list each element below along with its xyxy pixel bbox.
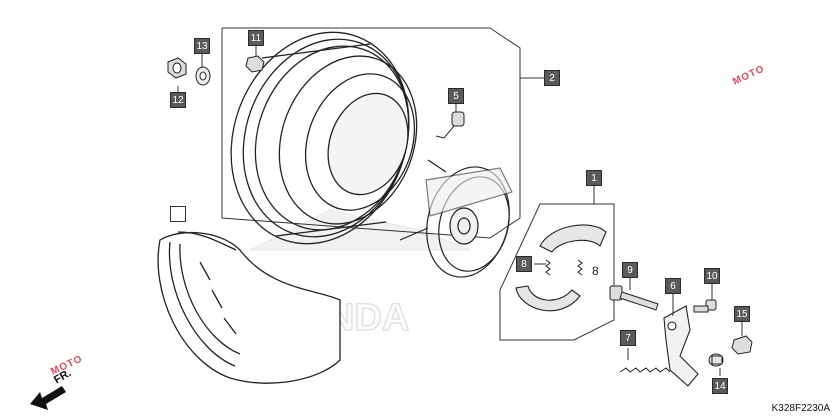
callout-15: 15	[734, 306, 750, 322]
brake-arm	[663, 305, 699, 387]
return-spring	[619, 367, 671, 373]
group-1-outline	[499, 186, 615, 341]
arm-bolt	[693, 299, 717, 313]
callout-tire	[170, 206, 186, 222]
valve-stem	[435, 111, 465, 139]
brake-cam-bolt	[609, 285, 659, 311]
front-direction-arrow	[30, 386, 66, 410]
callout-9: 9	[622, 262, 638, 278]
callout-7: 7	[620, 330, 636, 346]
callout-8-label: 8	[592, 264, 599, 278]
tire	[157, 231, 341, 384]
callout-1: 1	[586, 170, 602, 186]
callout-11: 11	[248, 30, 264, 46]
callout-2: 2	[544, 70, 560, 86]
collar	[708, 353, 724, 367]
axle-nut	[167, 57, 187, 79]
leader-lines	[177, 46, 743, 376]
wheel-rim	[230, 31, 418, 245]
brake-shoes	[515, 224, 607, 312]
callout-14: 14	[712, 378, 728, 394]
callout-8: 8	[516, 256, 532, 272]
callout-10: 10	[704, 268, 720, 284]
diagram-code: K328F2230A	[771, 403, 830, 414]
callout-13: 13	[194, 38, 210, 54]
wheel-hub	[399, 159, 513, 278]
callout-12: 12	[170, 92, 186, 108]
washer	[195, 66, 211, 86]
callout-6: 6	[665, 278, 681, 294]
group-2-outline	[221, 27, 544, 239]
brake-springs	[545, 259, 583, 276]
rim-nut	[245, 55, 265, 73]
callout-5: 5	[448, 88, 464, 104]
arm-nut	[731, 335, 753, 355]
